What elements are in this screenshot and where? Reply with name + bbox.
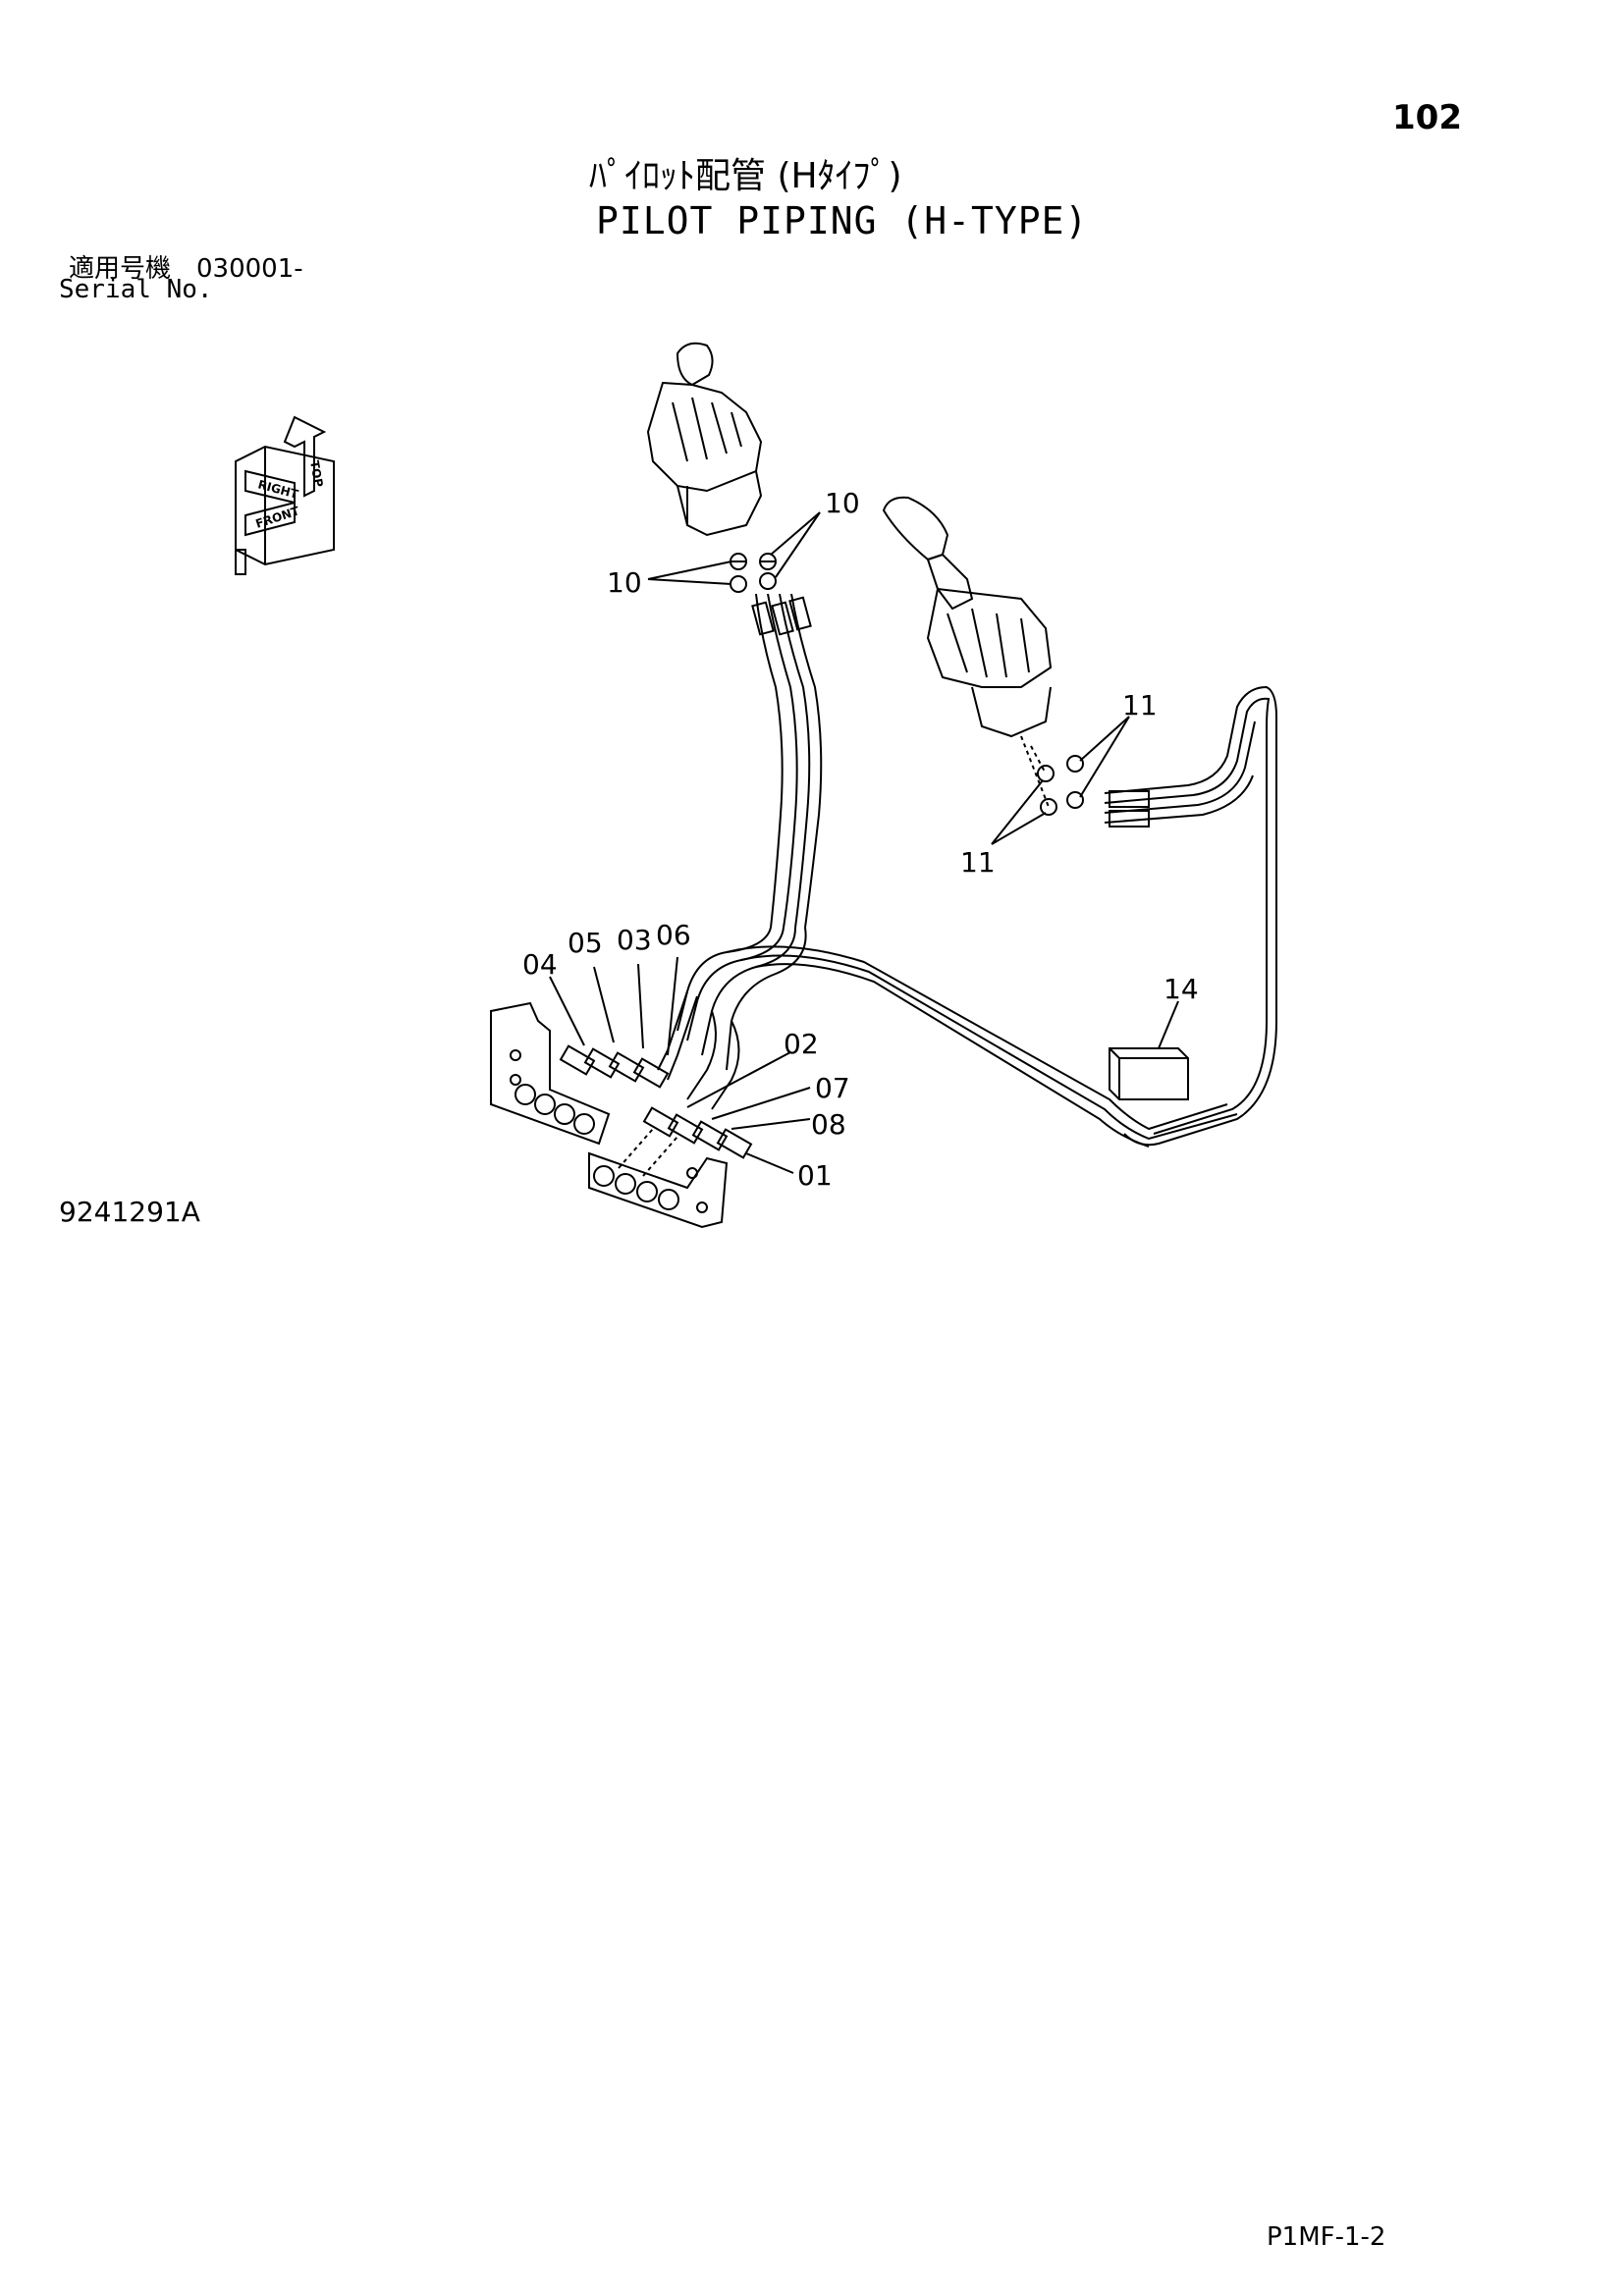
page-number: 102 [1392,98,1462,137]
page-code: P1MF-1-2 [1267,2222,1386,2252]
callout-01: 01 [797,1159,833,1192]
upper-valve-block [490,1001,670,1146]
callout-06: 06 [656,919,691,951]
right-control-lever [882,496,1053,738]
lower-valve-block [588,1106,753,1229]
callout-10-upper: 10 [825,487,860,519]
pressure-switch-box [1109,1047,1189,1100]
left-lever-fittings [730,553,777,593]
main-hose-bundle [657,927,1238,1148]
callout-leaders [549,511,1179,1174]
callout-07: 07 [815,1072,850,1104]
callout-11-lower: 11 [960,846,996,879]
left-lever-hoses [751,593,823,929]
callout-02: 02 [784,1028,819,1060]
drawing-number: 9241291A [59,1196,200,1228]
callout-08: 08 [811,1108,846,1141]
title-japanese: ﾊﾟｲﾛｯﾄ配管 (Hﾀｲﾌﾟ) [589,156,902,196]
serial-label-english: Serial No. [59,275,213,304]
orientation-top-label: TOP [307,459,326,488]
right-lever-fittings [1020,735,1084,816]
serial-label-japanese: 適用号機 030001- [69,254,303,284]
callout-11-upper: 11 [1122,689,1158,721]
callout-03: 03 [617,924,652,956]
orientation-indicator: RIGHT FRONT TOP [235,415,335,575]
callout-10-lower: 10 [607,566,642,599]
callout-04: 04 [522,948,558,981]
callout-05: 05 [568,927,603,959]
callout-14: 14 [1164,973,1199,1005]
left-control-lever [646,342,763,537]
title-english: PILOT PIPING (H-TYPE) [596,199,1089,242]
right-lever-hoses [1104,685,1277,1147]
